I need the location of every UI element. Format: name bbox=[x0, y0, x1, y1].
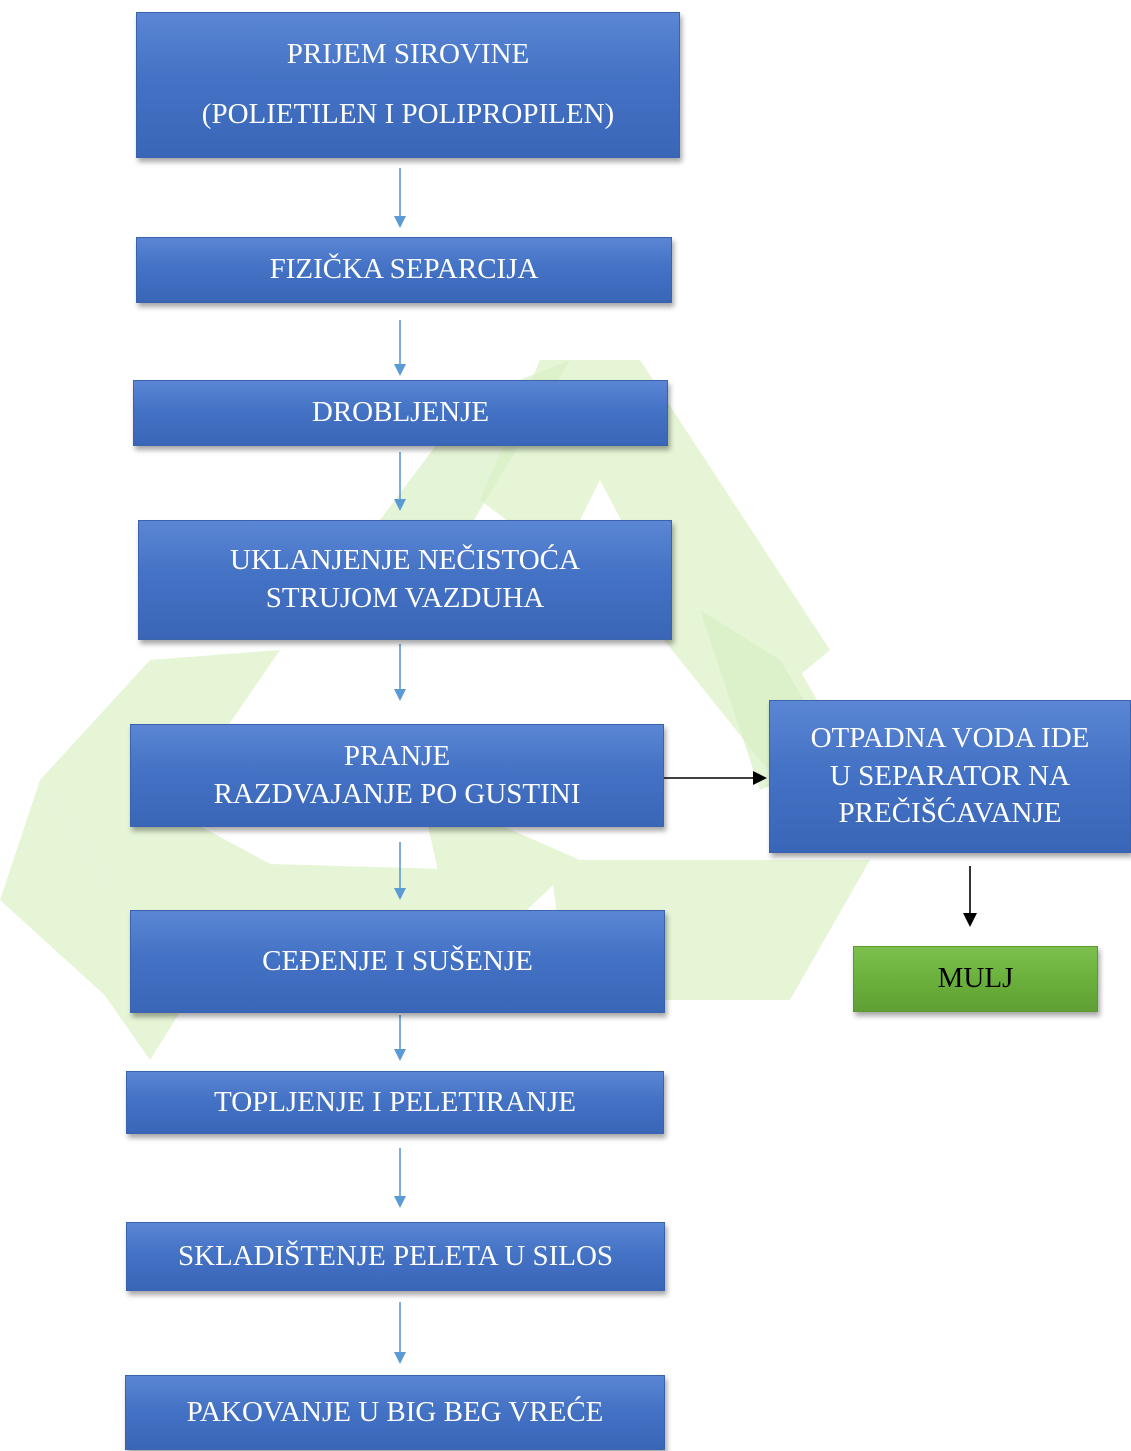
branch-text: PREČIŠĆAVANJE bbox=[838, 797, 1062, 830]
step-fizicka-separcija: FIZIČKA SEPARCIJA bbox=[136, 237, 672, 303]
step-skladistenje-peleta: SKLADIŠTENJE PELETA U SILOS bbox=[126, 1222, 665, 1291]
step-uklanjenje-necistoca: UKLANJENJE NEČISTOĆA STRUJOM VAZDUHA bbox=[138, 520, 672, 640]
step-topljenje-i-peletiranje: TOPLJENJE I PELETIRANJE bbox=[126, 1071, 664, 1134]
branch-text: U SEPARATOR NA bbox=[829, 759, 1071, 792]
output-mulj: MULJ bbox=[853, 946, 1098, 1012]
step-text: SKLADIŠTENJE PELETA U SILOS bbox=[177, 1239, 614, 1272]
step-prijem-sirovine: PRIJEM SIROVINE (POLIETILEN I POLIPROPIL… bbox=[136, 12, 680, 158]
step-drobljenje: DROBLJENJE bbox=[133, 380, 668, 446]
step-text: PRIJEM SIROVINE bbox=[286, 38, 530, 71]
step-text: FIZIČKA SEPARCIJA bbox=[269, 253, 539, 286]
step-pranje: PRANJE RAZDVAJANJE PO GUSTINI bbox=[130, 724, 664, 827]
step-text: RAZDVAJANJE PO GUSTINI bbox=[213, 777, 581, 810]
branch-text: OTPADNA VODA IDE bbox=[810, 721, 1090, 754]
step-text: PRANJE bbox=[343, 739, 451, 772]
branch-otpadna-voda: OTPADNA VODA IDE U SEPARATOR NA PREČIŠĆA… bbox=[769, 700, 1131, 853]
step-pakovanje: PAKOVANJE U BIG BEG VREĆE bbox=[125, 1375, 665, 1450]
output-text: MULJ bbox=[937, 962, 1014, 995]
step-text: (POLIETILEN I POLIPROPILEN) bbox=[201, 98, 615, 130]
step-text: PAKOVANJE U BIG BEG VREĆE bbox=[186, 1395, 604, 1428]
step-text: CEĐENJE I SUŠENJE bbox=[262, 944, 533, 977]
step-text: STRUJOM VAZDUHA bbox=[265, 582, 545, 614]
step-cedjenje-i-susenje: CEĐENJE I SUŠENJE bbox=[130, 910, 665, 1013]
step-text: UKLANJENJE NEČISTOĆA bbox=[230, 544, 580, 577]
step-text: DROBLJENJE bbox=[311, 396, 490, 429]
step-text: TOPLJENJE I PELETIRANJE bbox=[214, 1085, 576, 1118]
